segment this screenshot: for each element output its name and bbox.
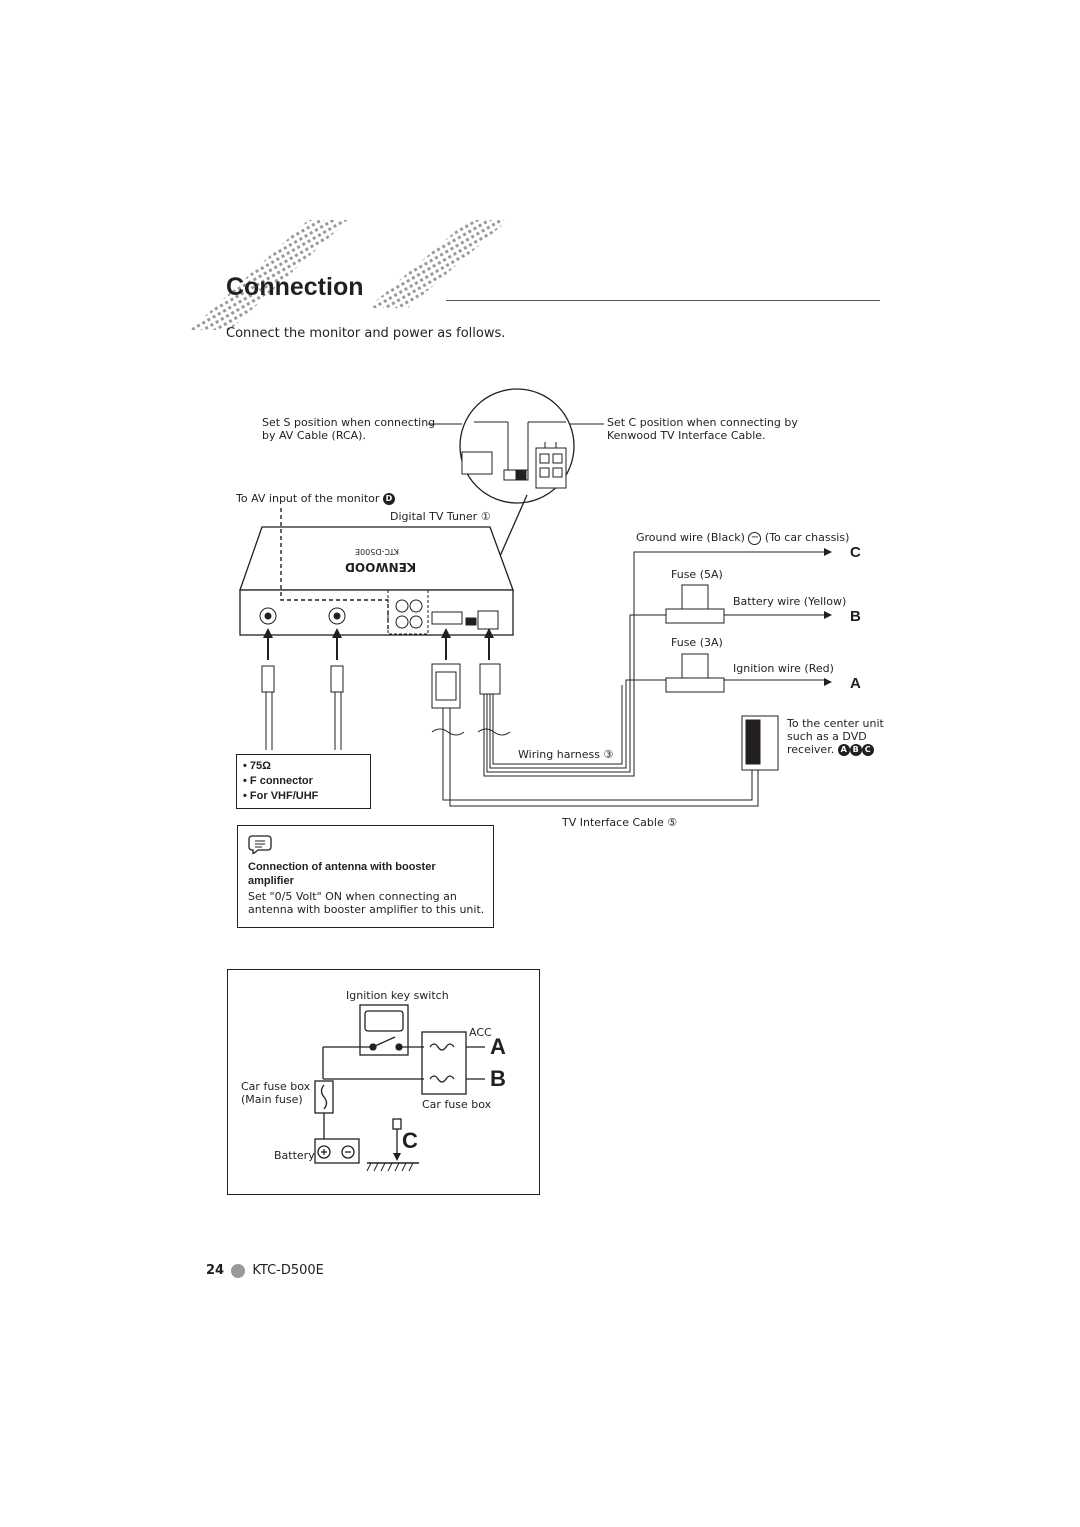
center-unit-text: receiver. [787, 743, 835, 756]
note-speech-icon [248, 835, 272, 856]
antenna-spec-item: • For VHF/UHF [243, 790, 319, 802]
marker-d-icon: D [382, 493, 395, 505]
page-number: 24 [206, 1263, 225, 1278]
fuse-3a-label: Fuse (3A) [671, 636, 723, 649]
set-c-label-line2: Kenwood TV Interface Cable. [607, 429, 766, 442]
unit-brand: KENWOOD [345, 560, 417, 574]
ground-wire-text: Ground wire (Black) [636, 531, 745, 544]
set-s-label-line1: Set S position when connecting [262, 416, 436, 429]
tv-interface-cable-label: TV Interface Cable ⑤ [562, 816, 678, 829]
tuner-marker: ① [480, 510, 491, 523]
car-fuse-box-label: Car fuse box [422, 1098, 492, 1111]
ground-wire-suffix: (To car chassis) [764, 531, 850, 544]
ignition-wire-label: Ignition wire (Red) [733, 662, 834, 675]
tuner-text: Digital TV Tuner [390, 510, 478, 523]
schematic-letter-b: B [490, 1066, 506, 1091]
note-body-line2: antenna with booster amplifier to this u… [248, 903, 485, 916]
antenna-spec-item: • 75Ω [243, 760, 271, 772]
fuse-5a-label: Fuse (5A) [671, 568, 723, 581]
connector-b-label: B [850, 608, 861, 625]
note-box: Connection of antenna with booster ampli… [237, 825, 494, 928]
page-title: Connection [226, 273, 364, 301]
to-av-input-label: To AV input of the monitor D [236, 492, 395, 505]
note-body-line1: Set "0/5 Volt" ON when connecting an [248, 890, 457, 903]
model-name: KTC-D500E [252, 1263, 324, 1278]
set-s-label-line2: by AV Cable (RCA). [262, 429, 366, 442]
ground-wire-label: Ground wire (Black) − (To car chassis) [636, 531, 849, 545]
marker-c-icon: C [861, 744, 874, 756]
schematic-letter-c: C [402, 1128, 418, 1153]
to-av-input-text: To AV input of the monitor [236, 492, 380, 505]
connector-c-label: C [850, 544, 861, 561]
wiring-harness-label: Wiring harness ③ [518, 748, 614, 761]
footer-dot-icon [231, 1263, 246, 1278]
minus-circle-icon: − [748, 531, 762, 545]
schematic-drawing [314, 1004, 485, 1172]
note-title: Connection of antenna with booster ampli… [248, 861, 436, 887]
page-footer: 24 KTC-D500E [206, 1263, 324, 1278]
ignition-key-switch-label: Ignition key switch [346, 989, 449, 1002]
power-schematic [227, 969, 540, 1195]
main-fuse-line1: Car fuse box [241, 1080, 311, 1093]
page-subtitle: Connect the monitor and power as follows… [226, 326, 506, 341]
tuner-label: Digital TV Tuner ① [390, 510, 491, 523]
battery-label: Battery [274, 1149, 315, 1162]
schematic-letter-a: A [490, 1034, 506, 1059]
header-tire-pattern [190, 220, 508, 330]
center-unit-line2: such as a DVD [787, 730, 867, 743]
main-fuse-line2: (Main fuse) [241, 1093, 303, 1106]
unit-model: KTC-D500E [355, 547, 399, 556]
acc-label: ACC [469, 1026, 492, 1039]
antenna-spec-box: • 75Ω • F connector • For VHF/UHF [236, 754, 371, 809]
center-unit-line1: To the center unit [787, 717, 884, 730]
title-rule [446, 300, 880, 301]
connector-a-label: A [850, 675, 861, 692]
battery-wire-label: Battery wire (Yellow) [733, 595, 847, 608]
set-c-label-line1: Set C position when connecting by [607, 416, 798, 429]
antenna-spec-item: • F connector [243, 775, 313, 787]
marker-b-icon: B [849, 744, 862, 756]
marker-a-icon: A [837, 744, 850, 756]
